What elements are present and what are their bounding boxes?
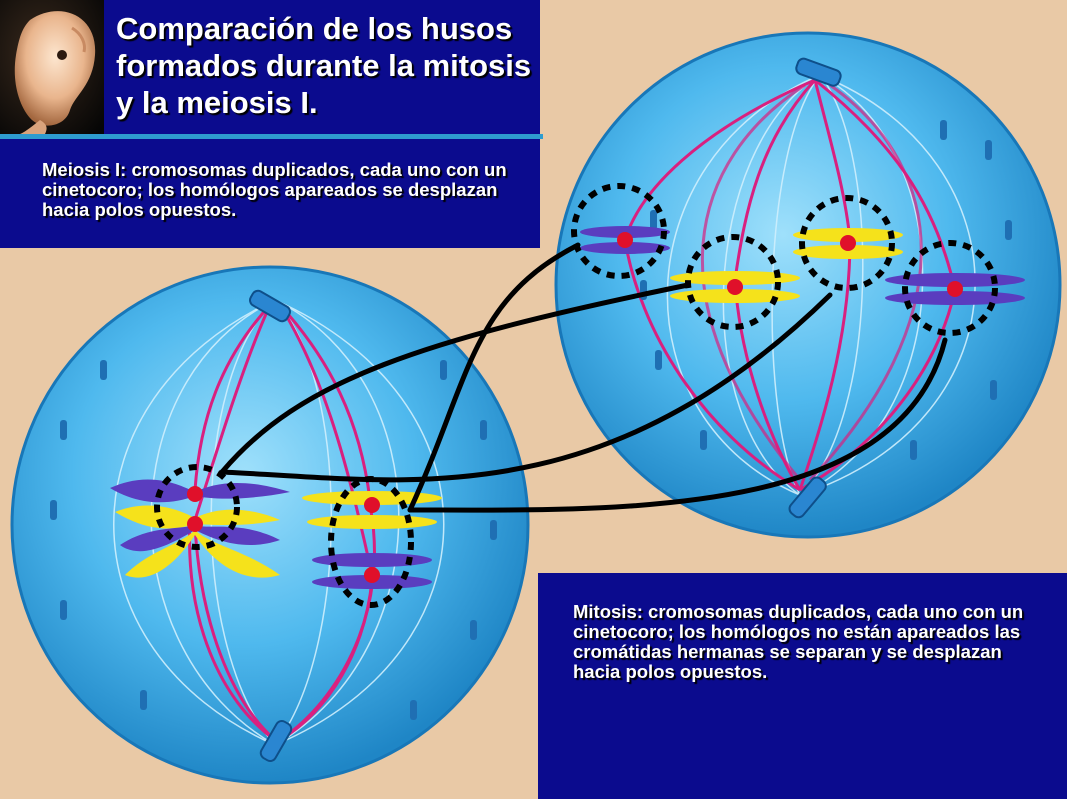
meiosis-caption-box xyxy=(0,139,540,248)
mitosis-cell xyxy=(554,31,1062,539)
title-underline xyxy=(0,134,543,139)
meiosis-caption: Meiosis I: cromosomas duplicados, cada u… xyxy=(42,159,507,220)
centrosome-icon xyxy=(788,476,827,519)
mitosis-chromosomes xyxy=(580,226,1025,305)
page-title: Comparación de los husos formados durant… xyxy=(116,11,532,120)
connector-lines xyxy=(219,242,948,513)
mitosis-caption-box xyxy=(538,573,1067,799)
meiosis-chromosomes xyxy=(110,479,442,589)
meiosis-cell xyxy=(10,265,530,785)
centrosome-icon xyxy=(795,57,842,87)
embryo-photo xyxy=(0,0,104,134)
centrosome-icon xyxy=(249,289,291,323)
mitosis-caption: Mitosis: cromosomas duplicados, cada uno… xyxy=(573,601,1024,682)
centrosome-icon xyxy=(259,720,293,762)
